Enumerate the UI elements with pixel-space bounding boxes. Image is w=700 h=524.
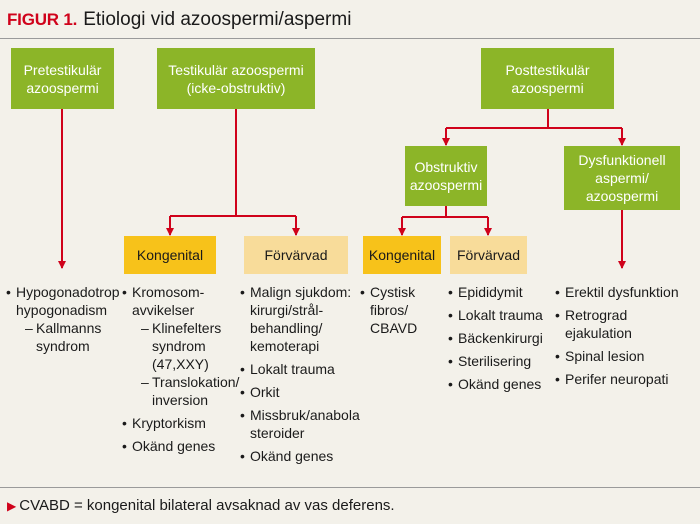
list-item: Perifer neuropati (555, 370, 697, 388)
sublist: Klinefelters syndrom (47,XXY) Translokat… (132, 319, 239, 409)
list-item: Missbruk/anabola steroider (240, 406, 360, 442)
node-obs-congenital-label: Kongenital (368, 247, 436, 263)
list-item-text: Hypogonadotrop hypogonadism (16, 284, 120, 318)
sublist-item: Translokation/ inversion (132, 373, 239, 409)
list-item: Sterilisering (448, 352, 558, 370)
footnote-divider (0, 487, 700, 488)
list-obs-congenital: Cystisk fibros/ CBAVD (360, 283, 438, 342)
node-test-acquired-label: Förvärvad (264, 247, 328, 263)
footnote-arrow-icon: ▶ (7, 499, 17, 513)
node-dysfunctional-label: Dysfunktionell aspermi/ azoospermi (578, 152, 666, 204)
figure-title: FIGUR 1. Etiologi vid azoospermi/aspermi (7, 6, 351, 34)
node-obs-acquired: Förvärvad (450, 236, 527, 274)
list-item: Bäckenkirurgi (448, 329, 558, 347)
list-dysfunctional: Erektil dysfunktion Retrograd ejakulatio… (555, 283, 697, 393)
node-obs-acquired-label: Förvärvad (456, 247, 521, 263)
node-test-congenital: Kongenital (124, 236, 216, 274)
list-item: Lokalt trauma (240, 360, 355, 378)
list-item: Hypogonadotrop hypogonadism Kallmanns sy… (6, 283, 120, 355)
list-test-acquired: Malign sjukdom: kirurgi/strål-behandling… (240, 283, 360, 470)
list-pretesticular: Hypogonadotrop hypogonadism Kallmanns sy… (6, 283, 120, 360)
node-testicular-label: Testikulär azoospermi (icke-obstruktiv) (168, 61, 304, 96)
node-posttesticular: Posttestikulär azoospermi (481, 48, 614, 109)
title-divider (0, 38, 700, 39)
node-obs-congenital: Kongenital (363, 236, 441, 274)
node-dysfunctional: Dysfunktionell aspermi/ azoospermi (564, 146, 680, 210)
sublist: Kallmanns syndrom (16, 319, 118, 355)
footnote-text: CVABD = kongenital bilateral avsaknad av… (19, 497, 395, 514)
list-item: Cystisk fibros/ CBAVD (360, 283, 438, 337)
sublist-item: Kallmanns syndrom (16, 319, 118, 355)
list-item-text: Kromosom-avvikelser (132, 284, 205, 318)
list-item: Orkit (240, 383, 355, 401)
node-obstructive: Obstruktiv azoospermi (405, 146, 487, 206)
node-test-congenital-label: Kongenital (136, 247, 204, 263)
list-item: Kromosom-avvikelser Klinefelters syndrom… (122, 283, 239, 409)
list-item: Lokalt trauma (448, 306, 558, 324)
list-test-congenital: Kromosom-avvikelser Klinefelters syndrom… (122, 283, 239, 460)
figure-title-text: Etiologi vid azoospermi/aspermi (83, 9, 352, 30)
list-item: Erektil dysfunktion (555, 283, 697, 301)
node-obstructive-label: Obstruktiv azoospermi (409, 159, 483, 193)
list-obs-acquired: Epididymit Lokalt trauma Bäckenkirurgi S… (448, 283, 558, 398)
figure-label: FIGUR 1. (7, 10, 78, 29)
node-test-acquired: Förvärvad (244, 236, 348, 274)
list-item: Okänd genes (122, 437, 222, 455)
list-item: Retrograd ejakulation (555, 306, 697, 342)
list-item: Spinal lesion (555, 347, 697, 365)
node-pretesticular: Pretestikulär azoospermi (11, 48, 114, 109)
list-item: Malign sjukdom: kirurgi/strål-behandling… (240, 283, 355, 355)
node-pretesticular-label: Pretestikulär azoospermi (23, 61, 102, 96)
node-posttesticular-label: Posttestikulär azoospermi (505, 61, 590, 96)
list-item: Okänd genes (448, 375, 558, 393)
sublist-item: Klinefelters syndrom (47,XXY) (132, 319, 222, 373)
list-item: Okänd genes (240, 447, 355, 465)
list-item: Kryptorkism (122, 414, 222, 432)
node-testicular: Testikulär azoospermi (icke-obstruktiv) (157, 48, 315, 109)
list-item: Epididymit (448, 283, 558, 301)
footnote: ▶CVABD = kongenital bilateral avsaknad a… (7, 495, 395, 517)
